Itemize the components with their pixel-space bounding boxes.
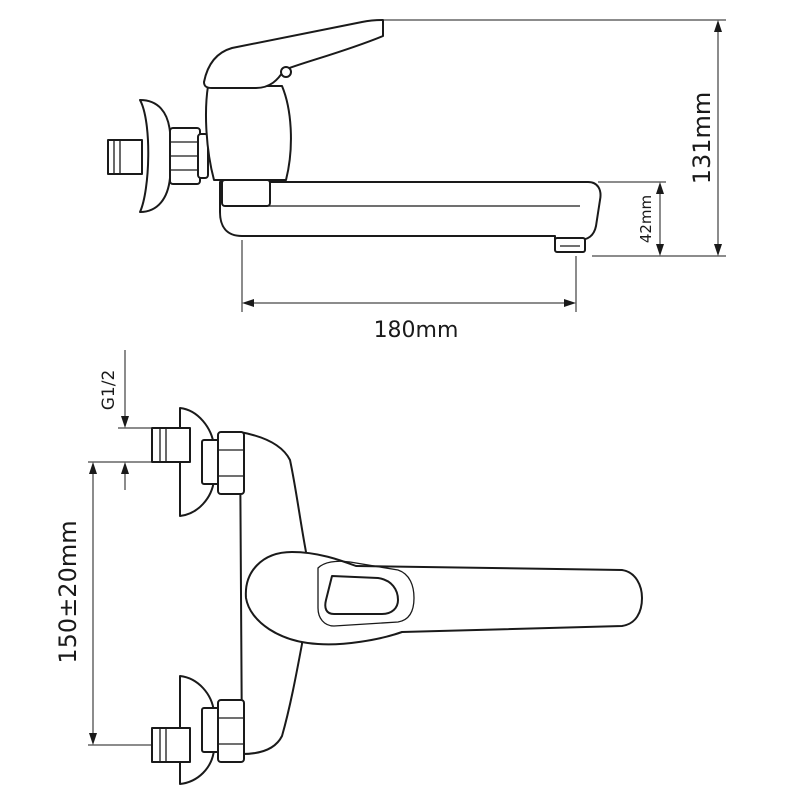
side-body <box>205 85 292 181</box>
front-view: G1/2 150±20mm <box>54 350 643 785</box>
dim-inlet-spacing: 150±20mm <box>54 520 82 663</box>
side-spout <box>219 181 602 241</box>
side-lever <box>203 19 384 89</box>
front-lever-grip-recess <box>324 575 399 615</box>
side-inlet-stub <box>107 139 143 175</box>
side-wall-escutcheon <box>139 99 171 213</box>
front-lower-inlet <box>151 675 245 785</box>
front-lever-handle-outline <box>317 560 415 627</box>
side-view: 131mm 42mm 180mm <box>107 19 726 343</box>
dim-height-total: 131mm <box>688 92 716 185</box>
dim-spout-height: 42mm <box>637 195 655 243</box>
side-aerator <box>554 237 586 253</box>
front-upper-inlet <box>151 407 245 517</box>
front-lever <box>244 551 643 646</box>
dim-thread: G1/2 <box>99 370 119 411</box>
dim-spout-reach: 180mm <box>374 318 459 343</box>
